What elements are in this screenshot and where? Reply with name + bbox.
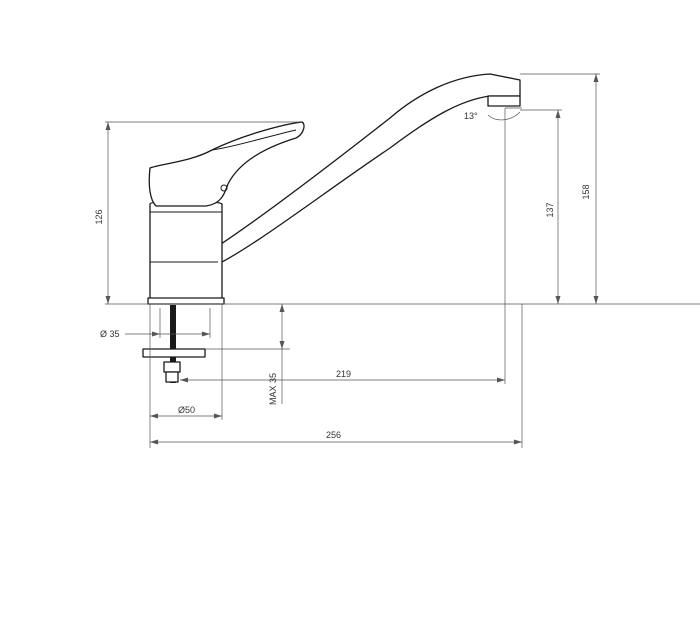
spout-tip <box>487 95 521 107</box>
dim-256-label: 256 <box>326 430 341 440</box>
mounting-hardware <box>142 305 206 383</box>
threaded-rod <box>170 305 176 383</box>
rod-end <box>165 371 179 383</box>
dim-158-label: 158 <box>581 184 591 199</box>
dim-137-label: 137 <box>545 202 555 217</box>
lever-screw <box>220 184 228 192</box>
dim-diameter-50-label: Ø50 <box>178 405 195 415</box>
dim-219-label: 219 <box>336 369 351 379</box>
dim-max35-label: MAX 35 <box>268 373 278 405</box>
dim-diameter-35-label: Ø 35 <box>100 329 120 339</box>
lever-handle <box>148 121 305 207</box>
lever-detail <box>211 129 297 151</box>
faucet-outline <box>147 73 521 305</box>
faucet-body <box>149 200 223 302</box>
mounting-nut <box>163 361 181 373</box>
dim-126-label: 126 <box>94 209 104 224</box>
dim-13deg-label: 13° <box>464 111 478 121</box>
base-ring <box>147 297 225 305</box>
dimension-lines <box>105 73 700 448</box>
mounting-plate <box>142 348 206 358</box>
spout <box>209 73 521 269</box>
